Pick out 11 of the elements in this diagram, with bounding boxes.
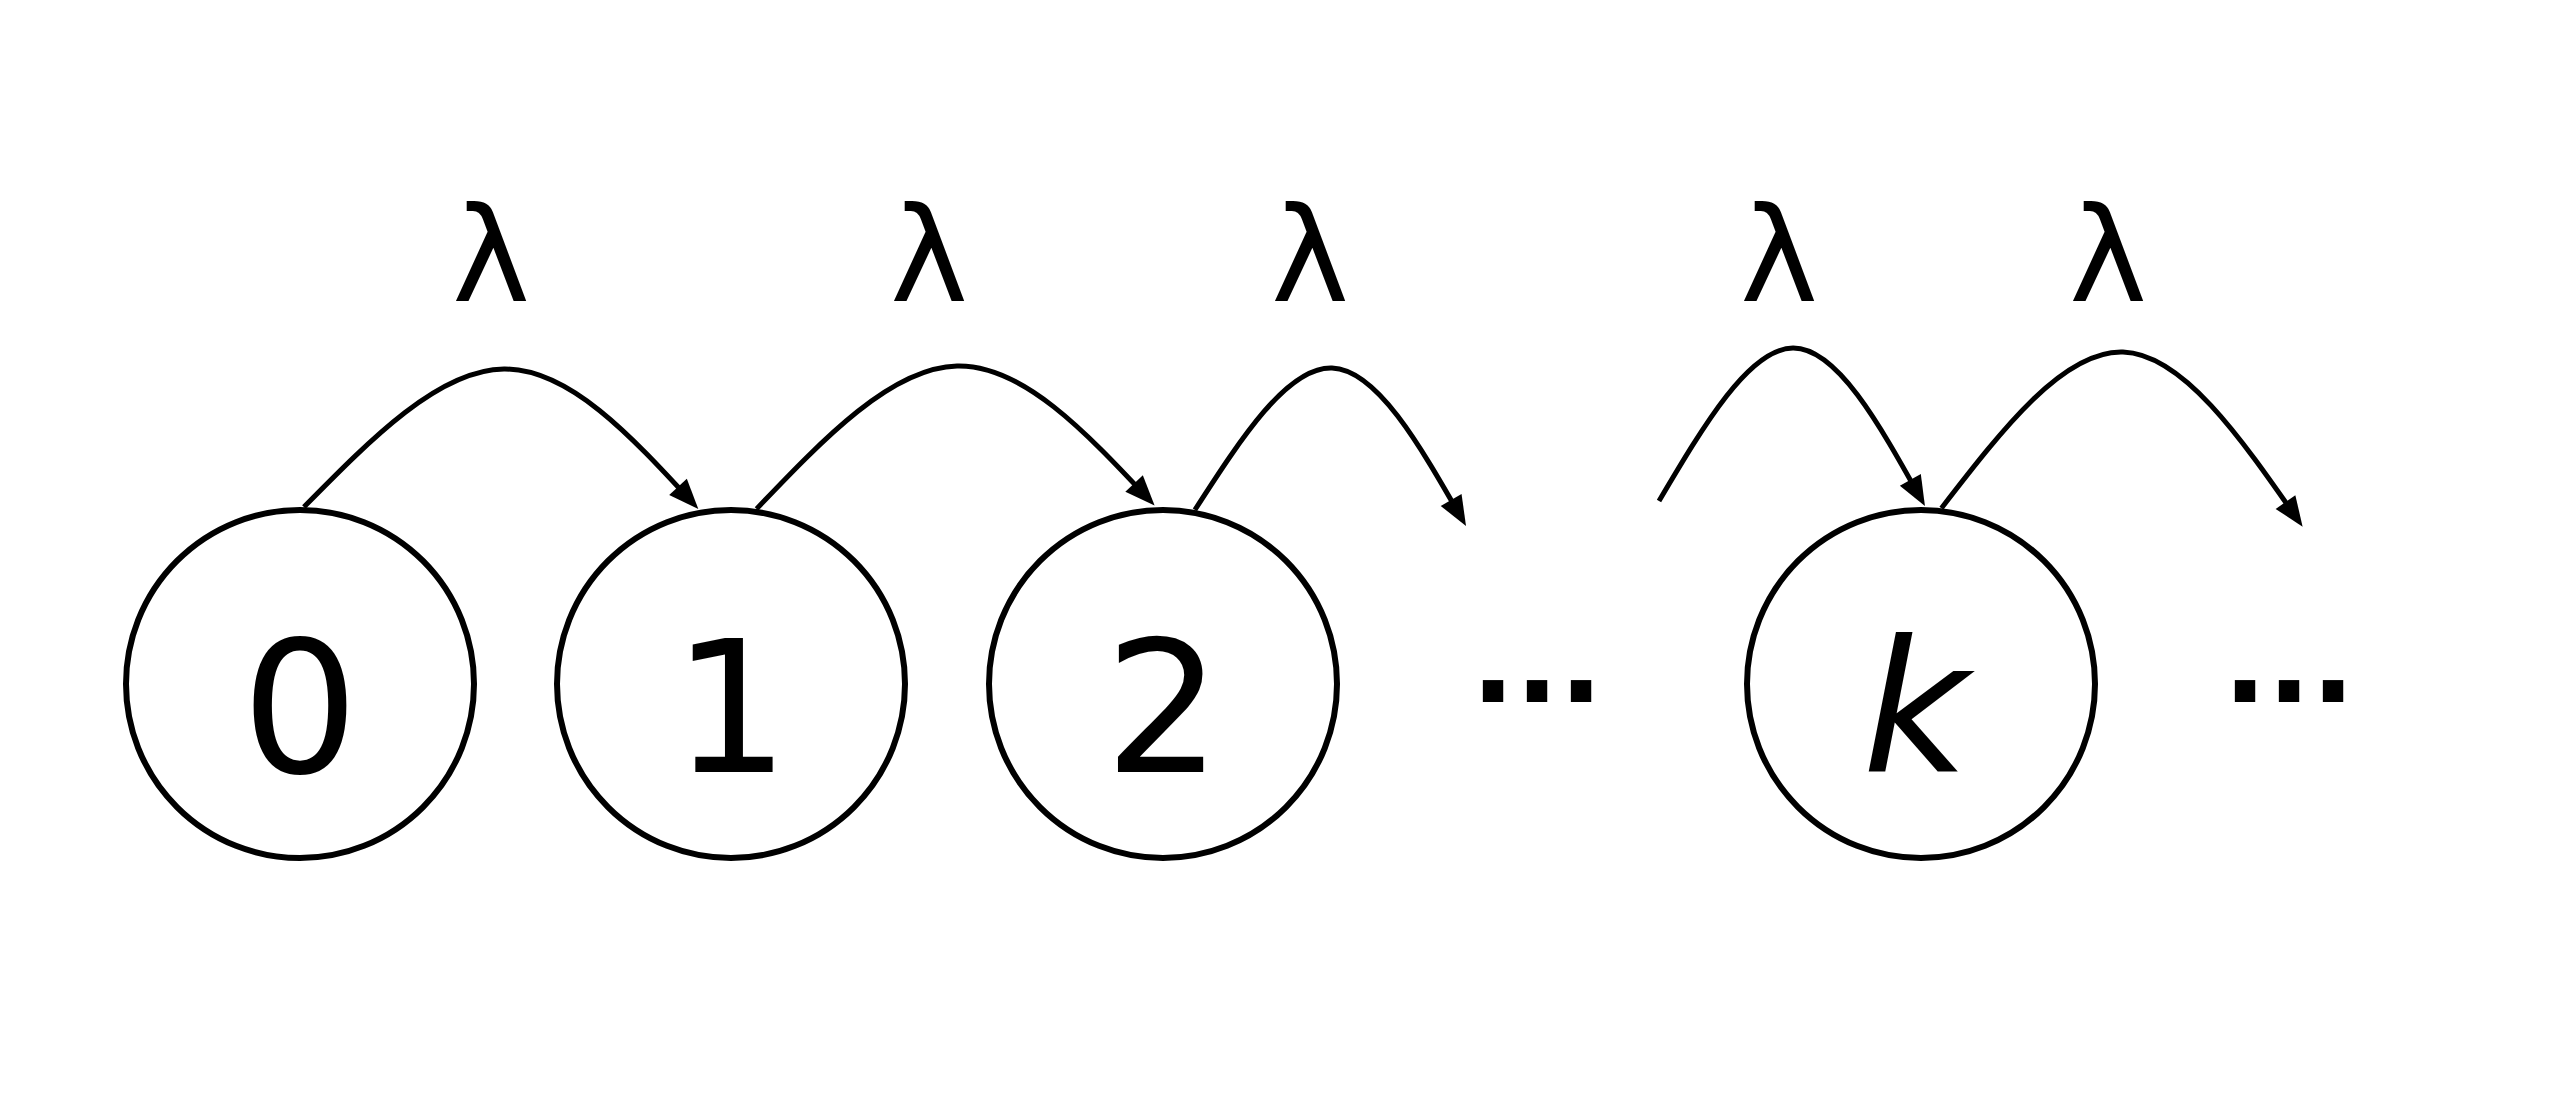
arrow xyxy=(1939,349,2303,527)
arrow xyxy=(1192,365,1467,527)
state-label: 1 xyxy=(672,616,790,800)
arrow xyxy=(302,366,699,509)
arrow xyxy=(754,363,1155,511)
ellipsis-text: ... xyxy=(1470,604,1604,720)
state-label: 0 xyxy=(241,616,359,800)
state-label: k xyxy=(1851,616,1991,800)
arrow xyxy=(1656,345,1925,507)
ellipsis-text: ... xyxy=(2222,604,2356,720)
state-label: 2 xyxy=(1104,616,1222,800)
